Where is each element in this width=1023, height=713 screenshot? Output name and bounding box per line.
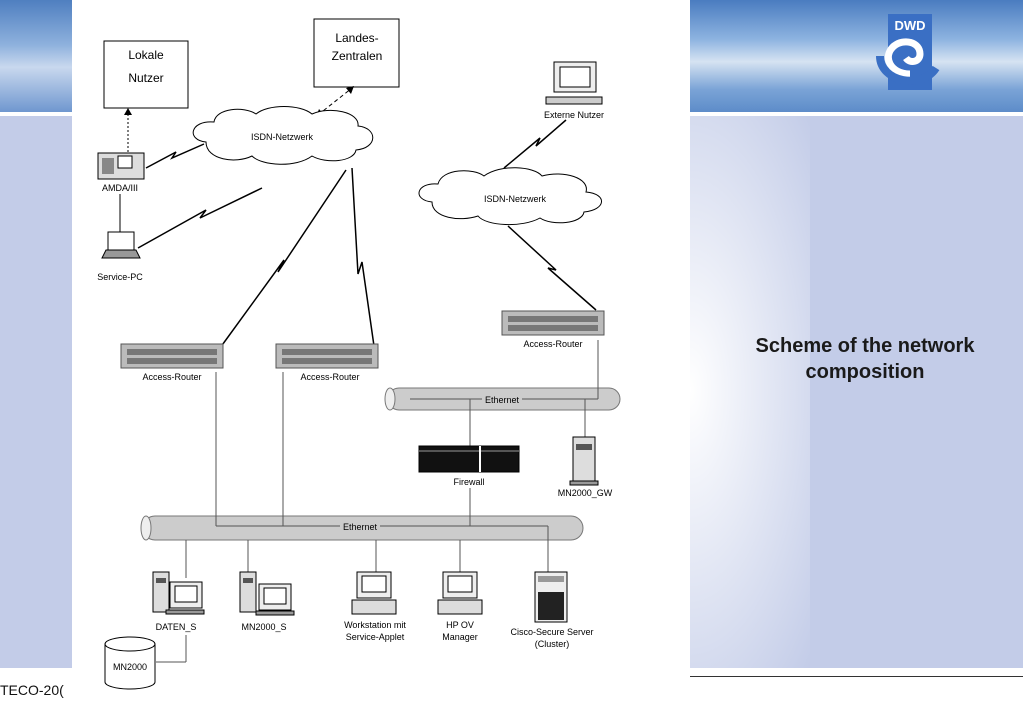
ethernet-top-label: Ethernet bbox=[485, 395, 520, 405]
daten-s-keyboard bbox=[165, 609, 205, 615]
arrow-head bbox=[346, 86, 354, 94]
router-left1-label: Access-Router bbox=[142, 372, 201, 382]
bus-end bbox=[140, 515, 152, 541]
service-pc-keyboard bbox=[101, 249, 141, 259]
isdn-link-externe bbox=[503, 119, 567, 169]
mn2000-s-label: MN2000_S bbox=[241, 622, 286, 632]
footer-text: TECO-20( bbox=[0, 682, 64, 698]
isdn-link-service-pc bbox=[137, 187, 263, 249]
drive bbox=[243, 578, 253, 583]
workstation-base bbox=[351, 599, 397, 615]
externe-label: Externe Nutzer bbox=[544, 110, 604, 120]
access-router-right bbox=[501, 310, 605, 336]
service-pc-label: Service-PC bbox=[97, 272, 143, 282]
bus-end bbox=[384, 387, 396, 411]
drive bbox=[156, 578, 166, 583]
mn2000-gw-server bbox=[572, 436, 596, 482]
workstation-label-2: Service-Applet bbox=[346, 632, 405, 642]
isdn-link-router-1 bbox=[219, 169, 347, 349]
gw-label: MN2000_GW bbox=[558, 488, 613, 498]
mn2000-s-screen bbox=[263, 587, 287, 605]
hpov-base bbox=[437, 599, 483, 615]
access-router-left-1 bbox=[120, 343, 224, 369]
service-pc-screen bbox=[107, 231, 135, 251]
mn2000-db-top bbox=[104, 636, 156, 652]
white-glow bbox=[690, 112, 810, 668]
router-ports bbox=[127, 349, 217, 355]
rack-unit bbox=[538, 576, 564, 582]
mn2000-db-body bbox=[104, 644, 156, 690]
workstation-label-1: Workstation mit bbox=[344, 620, 406, 630]
isdn-link-amda bbox=[145, 143, 205, 169]
cisco-label-1: Cisco-Secure Server bbox=[510, 627, 593, 637]
router-ports bbox=[127, 358, 217, 364]
svg-text:DWD: DWD bbox=[894, 18, 925, 33]
amda-keys bbox=[102, 158, 114, 174]
cisco-label-2: (Cluster) bbox=[535, 639, 570, 649]
lokale-line2: Nutzer bbox=[128, 71, 163, 85]
network-diagram-svg: Lokale Nutzer Landes- Zentralen ISDN-Net… bbox=[97, 18, 621, 690]
isdn-right-label: ISDN-Netzwerk bbox=[484, 194, 547, 204]
daten-s-label: DATEN_S bbox=[156, 622, 197, 632]
slide-title: Scheme of the network composition bbox=[755, 335, 975, 383]
workstation-screen bbox=[361, 575, 387, 593]
daten-s-screen bbox=[174, 585, 198, 603]
gw-base bbox=[569, 480, 599, 486]
rack-body bbox=[538, 592, 564, 620]
landes-zentralen-box bbox=[313, 18, 400, 88]
isdn-cloud-right bbox=[418, 167, 602, 226]
amda-screen bbox=[117, 155, 133, 169]
mn2000-s-keyboard bbox=[255, 610, 295, 616]
landes-line2: Zentralen bbox=[332, 49, 383, 63]
firewall bbox=[418, 445, 520, 473]
router-ports bbox=[508, 325, 598, 331]
externe-screen bbox=[559, 66, 591, 88]
ethernet-top-label-bg bbox=[482, 393, 522, 405]
lokale-line1: Lokale bbox=[128, 48, 164, 62]
isdn-cloud-left bbox=[192, 106, 374, 165]
isdn-link-router-2 bbox=[351, 167, 375, 347]
hpov-screen bbox=[447, 575, 473, 593]
hpov-label-1: HP OV bbox=[446, 620, 474, 630]
access-router-left-2 bbox=[275, 343, 379, 369]
right-sky-image bbox=[690, 0, 1023, 112]
ethernet-bottom-label: Ethernet bbox=[343, 522, 378, 532]
router-ports bbox=[282, 358, 372, 364]
footer-line bbox=[690, 676, 1023, 677]
amda-label: AMDA/III bbox=[102, 183, 138, 193]
lokale-nutzer-box bbox=[103, 40, 189, 109]
isdn-link-router-right bbox=[507, 225, 597, 311]
router-ports bbox=[508, 316, 598, 322]
router-ports bbox=[282, 349, 372, 355]
hpov-label-2: Manager bbox=[442, 632, 478, 642]
mn2000-db-label: MN2000 bbox=[113, 662, 147, 672]
ethernet-bottom-label-bg bbox=[340, 520, 380, 532]
network-diagram: Lokale Nutzer Landes- Zentralen ISDN-Net… bbox=[72, 0, 690, 708]
left-separator bbox=[0, 112, 72, 116]
router-left2-label: Access-Router bbox=[300, 372, 359, 382]
dwd-logo: DWD bbox=[876, 14, 940, 90]
left-sky-image bbox=[0, 0, 72, 112]
externe-base bbox=[545, 96, 603, 105]
gw-drive bbox=[576, 444, 592, 450]
router-right-label: Access-Router bbox=[523, 339, 582, 349]
firewall-label: Firewall bbox=[453, 477, 484, 487]
right-separator bbox=[690, 112, 1023, 116]
landes-line1: Landes- bbox=[335, 31, 378, 45]
arrow-head bbox=[124, 108, 132, 115]
isdn-left-label: ISDN-Netzwerk bbox=[251, 132, 314, 142]
